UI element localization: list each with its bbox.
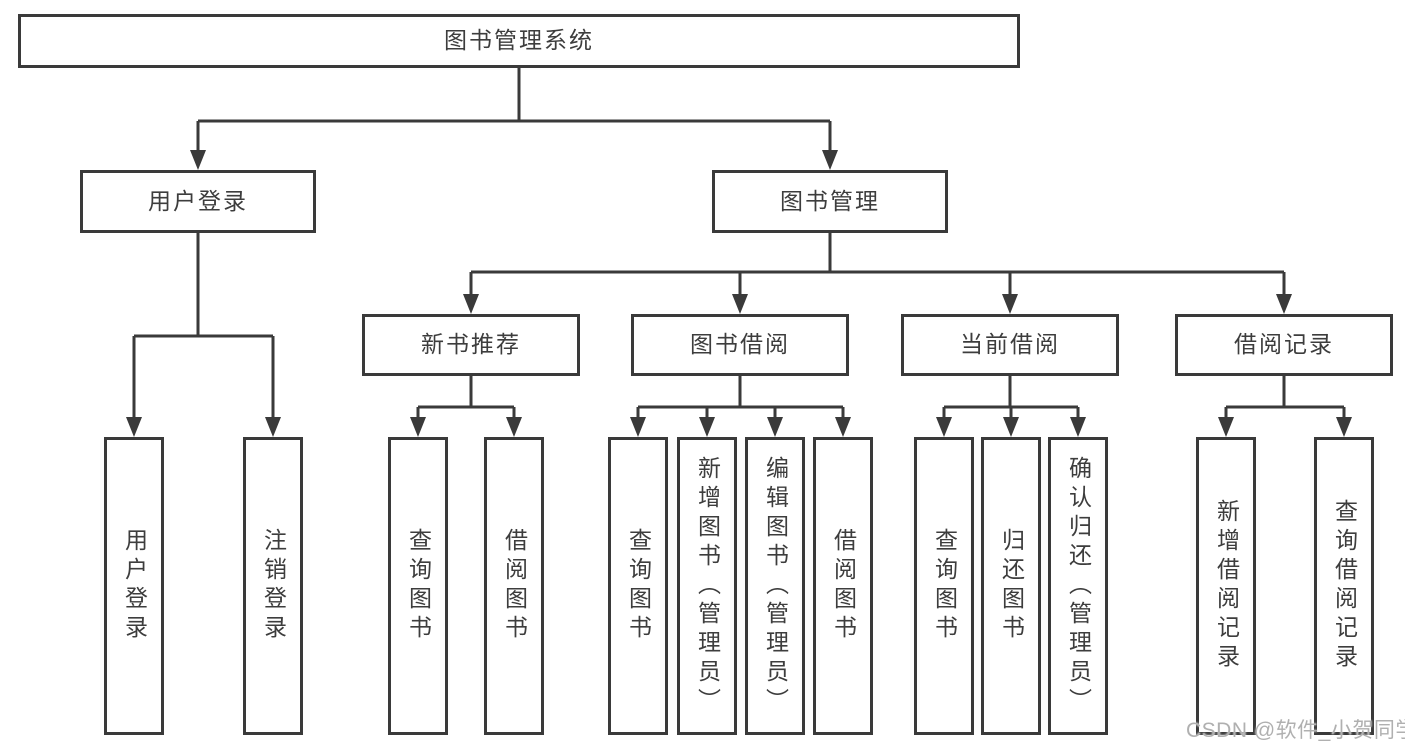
watermark: CSDN @软件_小贺同学 (1186, 719, 1405, 742)
node-current-borrow: 当前借阅 (901, 314, 1119, 376)
leaf-borrow-books-2: 借阅图书 (813, 437, 873, 735)
node-user-login: 用户登录 (80, 170, 316, 233)
leaf-query-books-2-label: 查询图书 (625, 528, 652, 644)
leaf-query-books-2: 查询图书 (608, 437, 668, 735)
node-book-management-label: 图书管理 (780, 187, 880, 214)
leaf-add-book-admin: 新增图书（管理员） (677, 437, 737, 735)
leaf-borrow-books-1-label: 借阅图书 (501, 528, 528, 644)
leaf-query-borrow-record-label: 查询借阅记录 (1331, 499, 1358, 673)
leaf-confirm-return-admin: 确认归还（管理员） (1048, 437, 1108, 735)
leaf-add-borrow-record: 新增借阅记录 (1196, 437, 1256, 735)
node-current-borrow-label: 当前借阅 (960, 331, 1060, 358)
leaf-query-books-1: 查询图书 (388, 437, 448, 735)
node-borrow-records-label: 借阅记录 (1234, 331, 1334, 358)
leaf-query-borrow-record: 查询借阅记录 (1314, 437, 1374, 735)
leaf-add-book-admin-label: 新增图书（管理员） (694, 455, 721, 717)
leaf-query-books-1-label: 查询图书 (405, 528, 432, 644)
leaf-edit-book-admin-label: 编辑图书（管理员） (762, 455, 789, 717)
leaf-add-borrow-record-label: 新增借阅记录 (1213, 499, 1240, 673)
leaf-borrow-books-2-label: 借阅图书 (830, 528, 857, 644)
node-new-book-recommend-label: 新书推荐 (421, 331, 521, 358)
leaf-return-books: 归还图书 (981, 437, 1041, 735)
leaf-borrow-books-1: 借阅图书 (484, 437, 544, 735)
node-book-borrow-label: 图书借阅 (690, 331, 790, 358)
node-book-borrow: 图书借阅 (631, 314, 849, 376)
leaf-query-books-3-label: 查询图书 (931, 528, 958, 644)
node-root-label: 图书管理系统 (444, 27, 594, 54)
leaf-logout-label: 注销登录 (260, 528, 287, 644)
node-user-login-label: 用户登录 (148, 187, 248, 214)
leaf-confirm-return-admin-label: 确认归还（管理员） (1065, 455, 1092, 717)
leaf-query-books-3: 查询图书 (914, 437, 974, 735)
connector-shafts (132, 68, 1346, 419)
node-new-book-recommend: 新书推荐 (362, 314, 580, 376)
node-borrow-records: 借阅记录 (1175, 314, 1393, 376)
leaf-logout: 注销登录 (243, 437, 303, 735)
leaf-return-books-label: 归还图书 (998, 528, 1025, 644)
node-root: 图书管理系统 (18, 14, 1020, 68)
leaf-user-login: 用户登录 (104, 437, 164, 735)
node-book-management: 图书管理 (712, 170, 948, 233)
leaf-user-login-label: 用户登录 (121, 528, 148, 644)
leaf-edit-book-admin: 编辑图书（管理员） (745, 437, 805, 735)
